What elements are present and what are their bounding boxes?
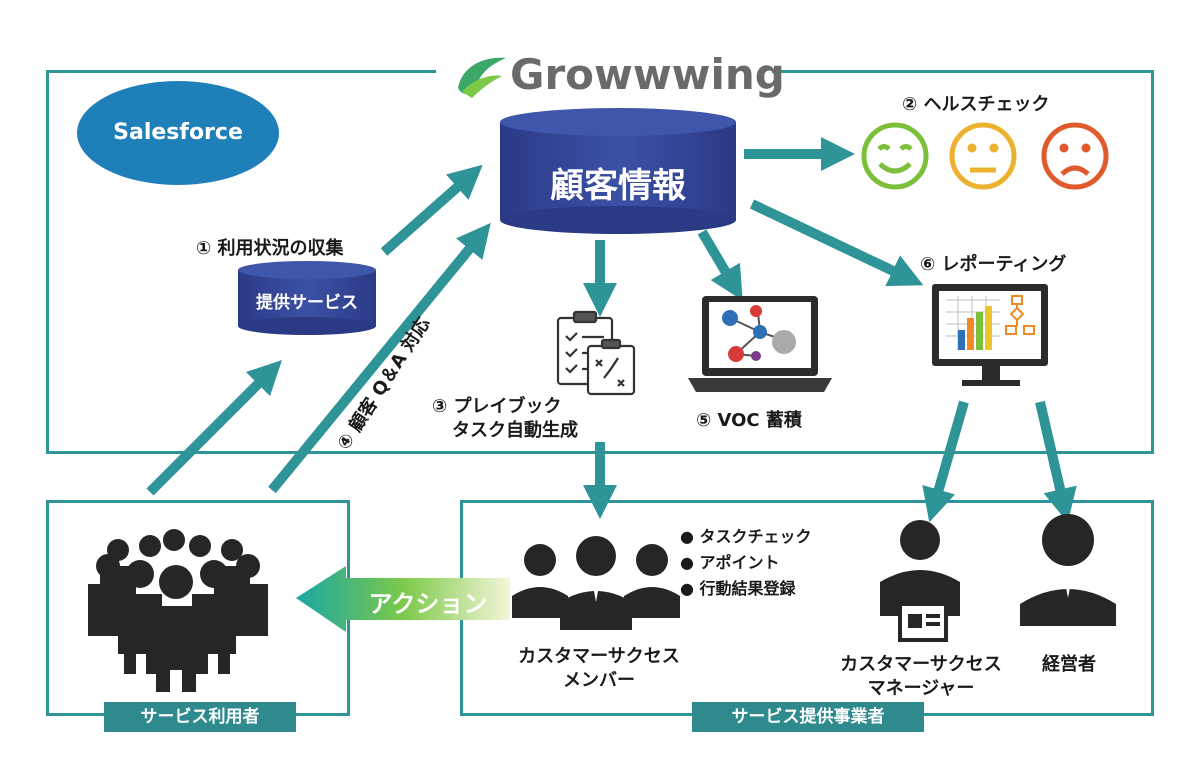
cs-member-label-2: メンバー <box>563 670 635 691</box>
sad-face-icon <box>1041 122 1109 190</box>
cs-manager-label-2: マネージャー <box>867 678 975 699</box>
step-playbook-label-2: タスク自動生成 <box>452 420 578 441</box>
executive-icon <box>1020 514 1116 626</box>
task-result-entry: ● 行動結果登録 <box>680 579 796 598</box>
service-users-tag: サービス利用者 <box>104 702 296 732</box>
task-check: ● タスクチェック <box>680 527 812 546</box>
monitor-chart-icon <box>932 284 1048 386</box>
cs-member-icon <box>512 536 680 630</box>
customer-info-database <box>500 108 736 234</box>
action-label: アクション <box>368 590 488 618</box>
growwwing-logo-icon <box>458 57 506 98</box>
step-collect-label: ① 利用状況の収集 <box>196 238 344 259</box>
laptop-network-icon <box>688 296 832 392</box>
action-arrow <box>296 566 510 632</box>
smile-face-icon <box>861 122 929 190</box>
clipboard-icon <box>556 310 636 396</box>
step-voc-label: ⑤ VOC 蓄積 <box>696 410 802 431</box>
service-provider-tag: サービス提供事業者 <box>692 702 924 732</box>
neutral-face-icon <box>949 122 1017 190</box>
salesforce-label: Salesforce <box>113 120 243 145</box>
task-list: ● タスクチェック ● アポイント ● 行動結果登録 <box>680 524 812 602</box>
service-database <box>238 261 376 335</box>
step-playbook-label-1: ③ プレイブック <box>432 396 562 417</box>
growwwing-logo <box>436 46 772 102</box>
step-health-label: ② ヘルスチェック <box>902 94 1050 115</box>
task-appointment: ● アポイント <box>680 553 780 572</box>
people-group-icon <box>88 529 268 692</box>
executive-label: 経営者 <box>1042 654 1096 675</box>
step-reporting-label: ⑥ レポーティング <box>920 254 1067 275</box>
customer-info-label: 顧客情報 <box>550 166 686 206</box>
salesforce-cloud <box>77 81 279 185</box>
cs-manager-label-1: カスタマーサクセス <box>840 654 1002 675</box>
service-db-label: 提供サービス <box>256 293 358 313</box>
cs-member-label-1: カスタマーサクセス <box>518 646 680 667</box>
business-person-icon <box>880 520 960 642</box>
growwwing-logo-text: Growwwing <box>510 50 785 99</box>
flow-arrows <box>146 136 1077 523</box>
